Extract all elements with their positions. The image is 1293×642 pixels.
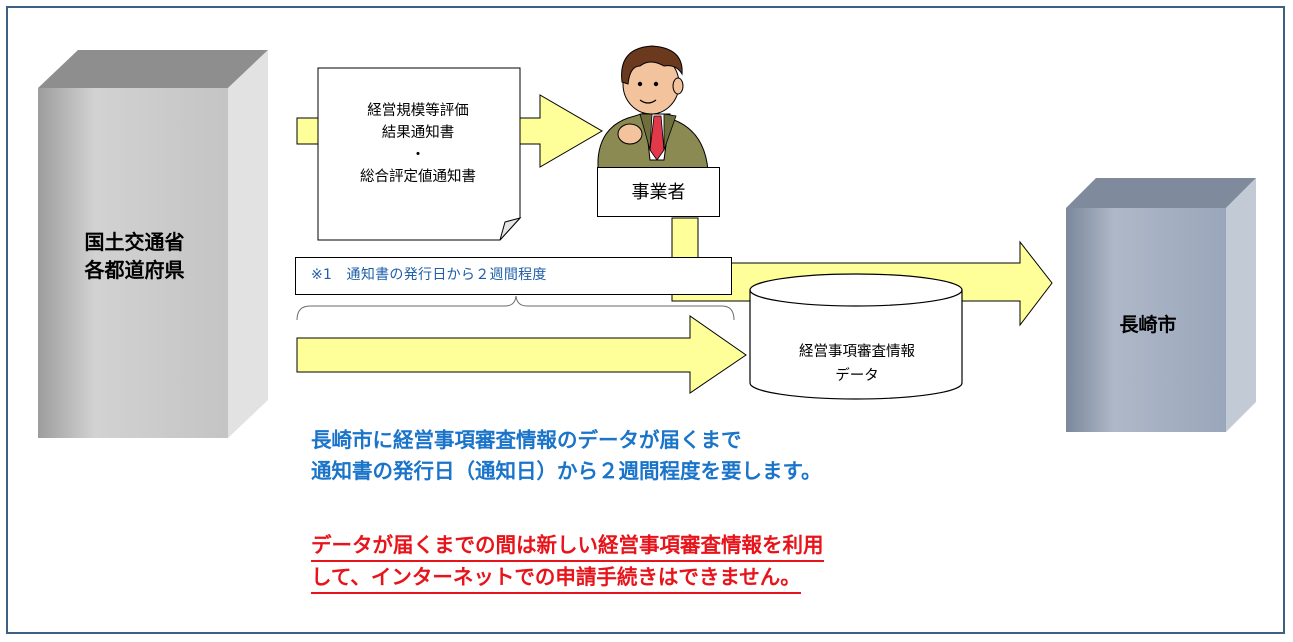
db-line1: 経営事項審査情報 <box>799 344 915 360</box>
doc-line3: ・ <box>410 147 426 163</box>
mlit-label-line1: 国土交通省 <box>84 230 185 254</box>
notice-document-text: 経営規模等評価 結果通知書 ・ 総合評定値通知書 <box>318 100 518 188</box>
nagasaki-box <box>1066 178 1256 432</box>
doc-line1: 経営規模等評価 <box>367 103 469 119</box>
business-person-icon <box>597 45 709 171</box>
note-box <box>295 257 732 295</box>
mlit-label-line2: 各都道府県 <box>84 258 185 282</box>
info-line2: 通知書の発行日（通知日）から２週間程度を要します。 <box>311 459 822 483</box>
doc-line4: 総合評定値通知書 <box>360 169 476 185</box>
arrow-mlit-to-database <box>296 315 747 394</box>
database-label: 経営事項審査情報 データ <box>752 340 962 388</box>
warning-line1: データが届くまでの間は新しい経営事項審査情報を利用 <box>311 530 824 562</box>
mlit-prefectures-label: 国土交通省 各都道府県 <box>38 228 231 284</box>
mlit-box <box>38 50 268 438</box>
info-line1: 長崎市に経営事項審査情報のデータが届くまで <box>311 428 742 452</box>
doc-line2: 結果通知書 <box>381 125 455 141</box>
business-operator-box <box>597 167 720 217</box>
info-message: 長崎市に経営事項審査情報のデータが届くまで 通知書の発行日（通知日）から２週間程… <box>311 425 821 487</box>
warning-message: データが届くまでの間は新しい経営事項審査情報を利用 して、インターネットでの申請… <box>311 530 824 594</box>
warning-line2: して、インターネットでの申請手続きはできません。 <box>311 562 801 594</box>
business-operator-label: 事業者 <box>631 182 686 203</box>
duration-brace <box>296 295 735 321</box>
db-line2: データ <box>835 368 879 384</box>
note-text: ※1 通知書の発行日から２週間程度 <box>311 267 547 283</box>
database-cylinder <box>749 273 963 400</box>
nagasaki-city-label: 長崎市 <box>1119 314 1177 336</box>
